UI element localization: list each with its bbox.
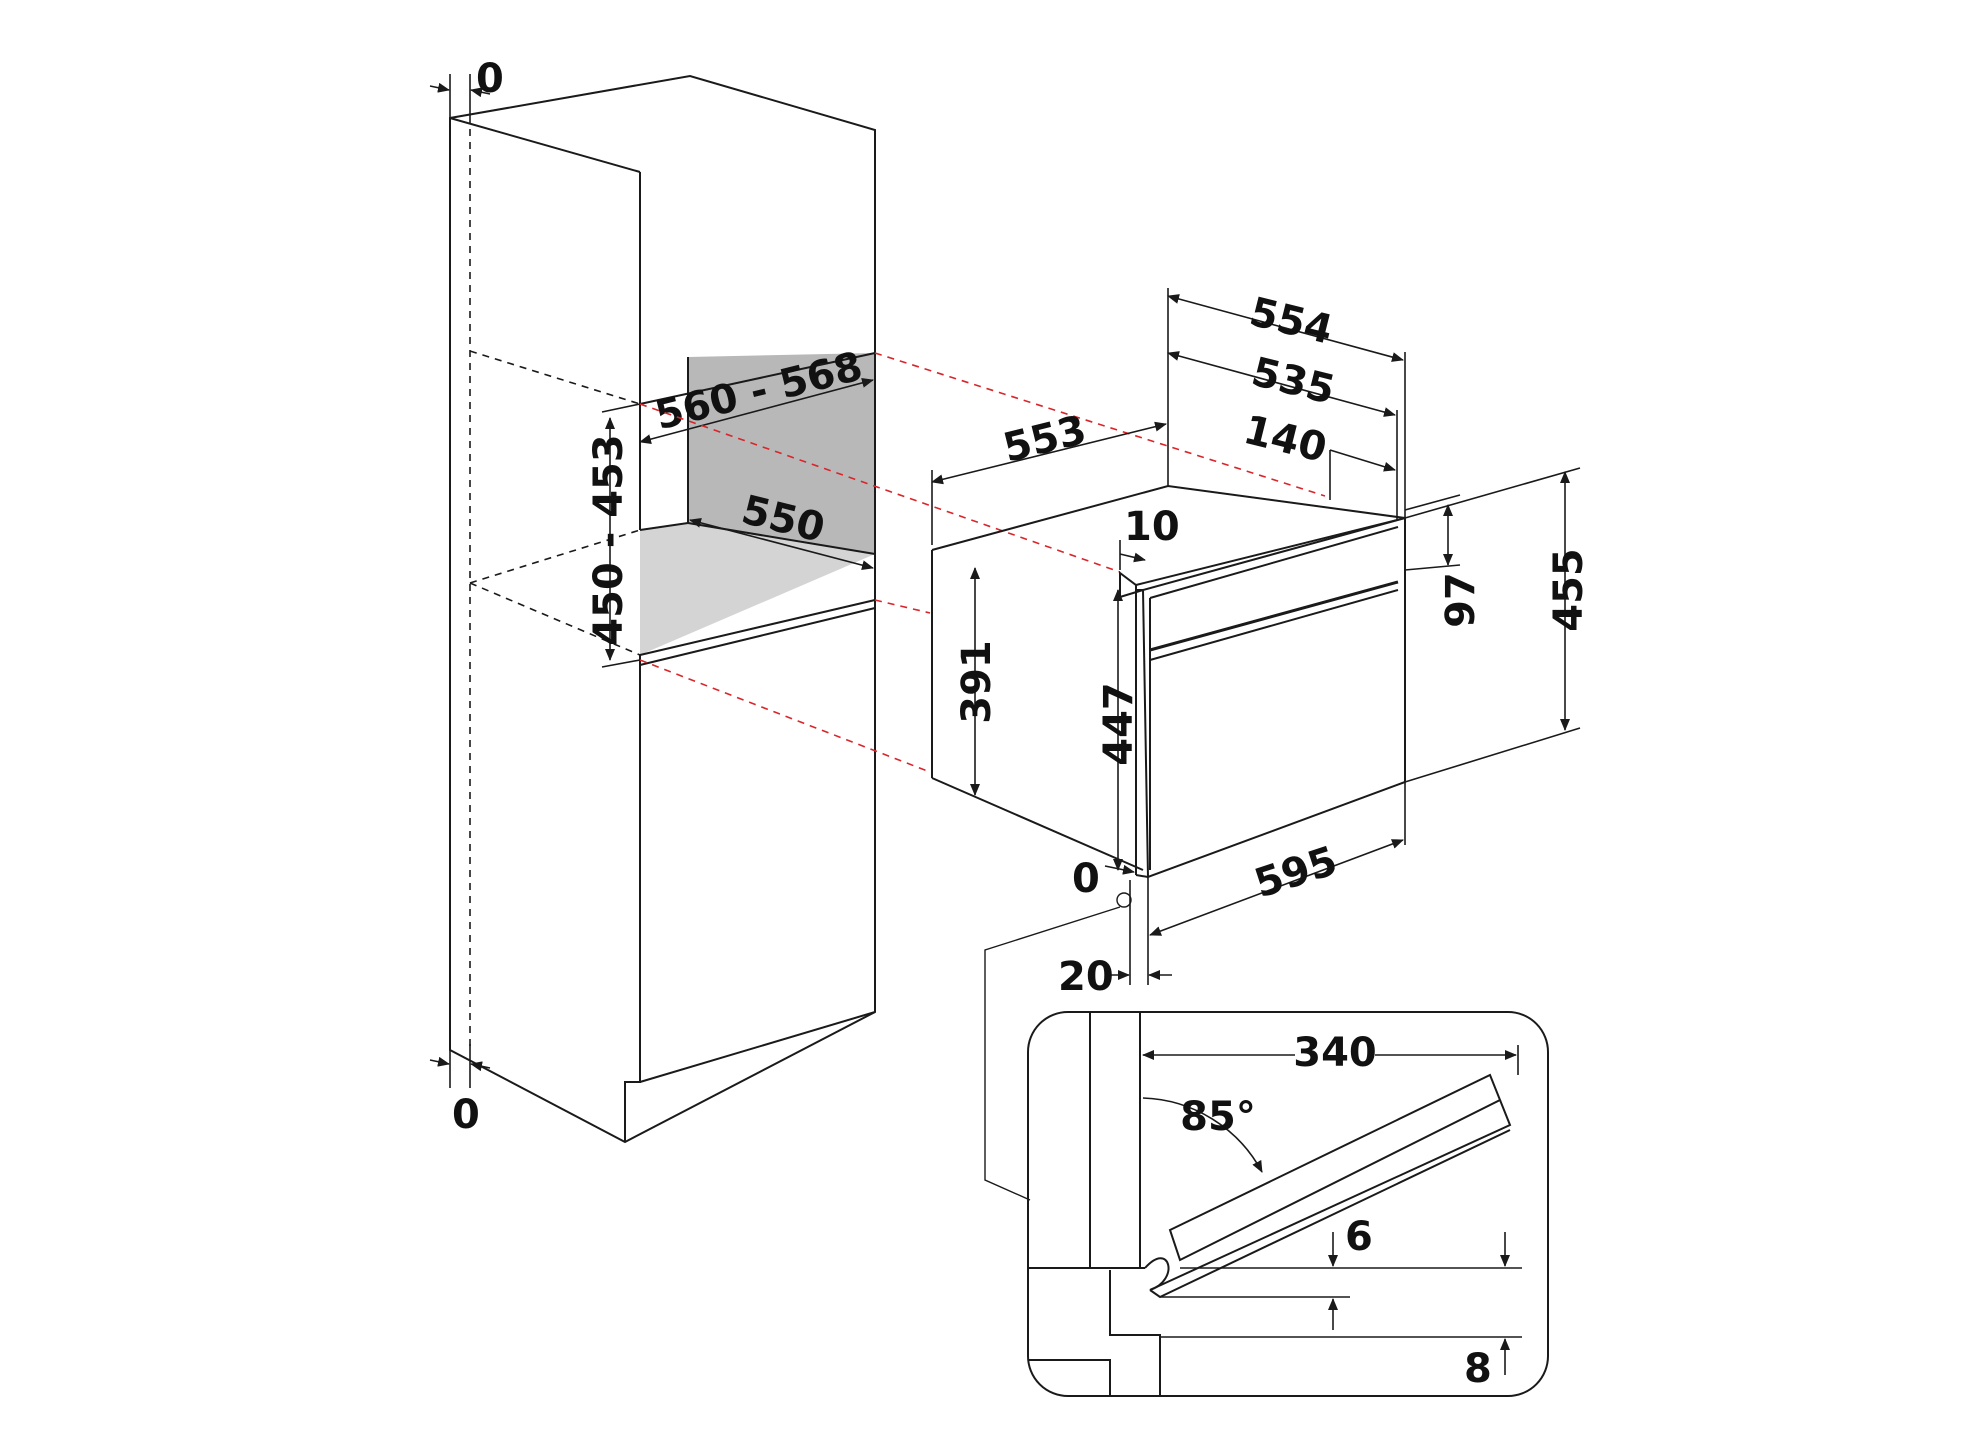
body-depth-label: 535 bbox=[1247, 349, 1339, 414]
side-depth-label: 553 bbox=[999, 407, 1091, 472]
rear-depth-label: 140 bbox=[1239, 407, 1331, 472]
front-height-label: 447 bbox=[1096, 682, 1142, 766]
bottom-gap-label: 0 bbox=[1072, 856, 1100, 902]
front-thickness-label: 20 bbox=[1058, 954, 1114, 1000]
tall-cabinet: 0 0 450 - 453 560 - 568 550 bbox=[429, 56, 876, 1144]
overall-height-label: 455 bbox=[1546, 548, 1592, 632]
cabinet-top-gap-label: 0 bbox=[476, 56, 504, 102]
cabinet-bottom-gap-label: 0 bbox=[452, 1092, 480, 1138]
detail-callout-circle bbox=[1116, 892, 1132, 908]
front-offset-label: 10 bbox=[1124, 504, 1180, 550]
gap-bottom-label: 8 bbox=[1464, 1346, 1492, 1392]
oven-appliance: 554 535 140 553 10 391 447 97 455 595 bbox=[931, 288, 1592, 1201]
width-label: 595 bbox=[1249, 838, 1343, 908]
panel-height-label: 97 bbox=[1438, 572, 1484, 628]
niche-height-label: 450 - 453 bbox=[586, 434, 632, 645]
gap-top-label: 6 bbox=[1345, 1214, 1373, 1260]
opening-angle-label: 85° bbox=[1180, 1094, 1256, 1140]
overall-depth-label: 554 bbox=[1245, 289, 1337, 354]
door-opening-detail: 340 85° 6 8 bbox=[1027, 1011, 1549, 1397]
body-height-label: 391 bbox=[954, 640, 1000, 724]
opening-depth-label: 340 bbox=[1293, 1030, 1377, 1076]
